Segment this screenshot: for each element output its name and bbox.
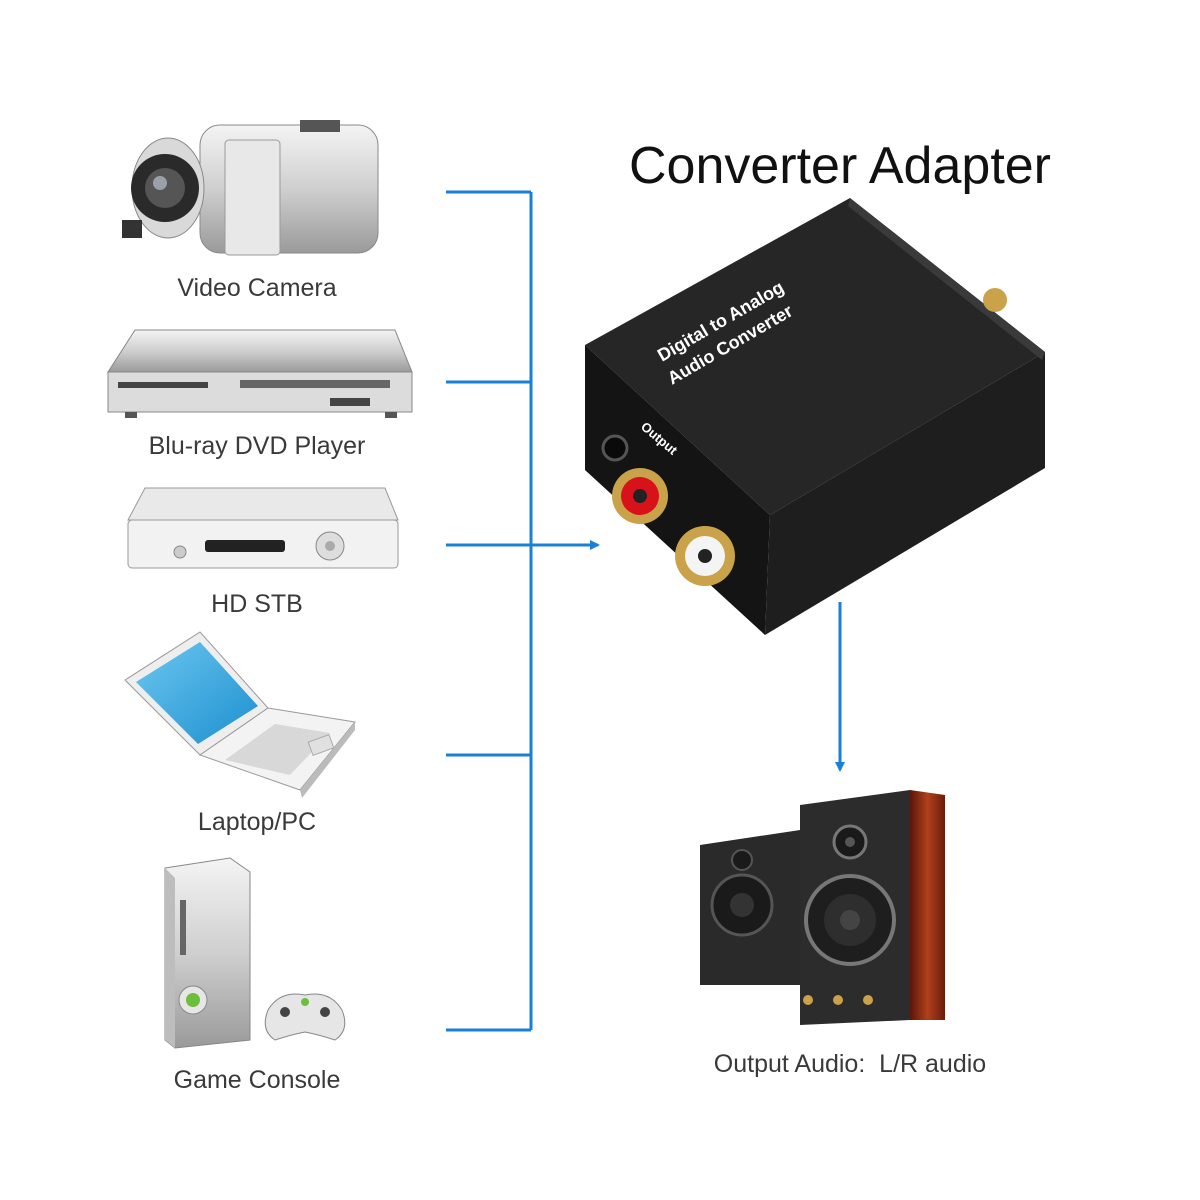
connector-lines xyxy=(446,190,845,1032)
output-audio-label: Output Audio: L/R audio xyxy=(713,1050,987,1078)
laptop-icon xyxy=(124,631,356,798)
device-label-dvd-player: Blu-ray DVD Player xyxy=(148,432,366,460)
dvd-player-icon xyxy=(107,329,413,418)
speakers-icon xyxy=(700,790,945,1025)
game-console-icon xyxy=(164,857,346,1049)
diagram-title: Converter Adapter xyxy=(628,137,1052,195)
device-label-set-top-box: HD STB xyxy=(211,590,303,618)
device-label-laptop: Laptop/PC xyxy=(197,808,317,836)
set-top-box-icon xyxy=(127,487,399,569)
video-camera-icon xyxy=(122,120,379,256)
device-label-video-camera: Video Camera xyxy=(177,274,337,302)
audio-converter-icon: Digital to Analog Audio Converter Output xyxy=(585,198,1045,635)
device-label-game-console: Game Console xyxy=(173,1066,341,1094)
